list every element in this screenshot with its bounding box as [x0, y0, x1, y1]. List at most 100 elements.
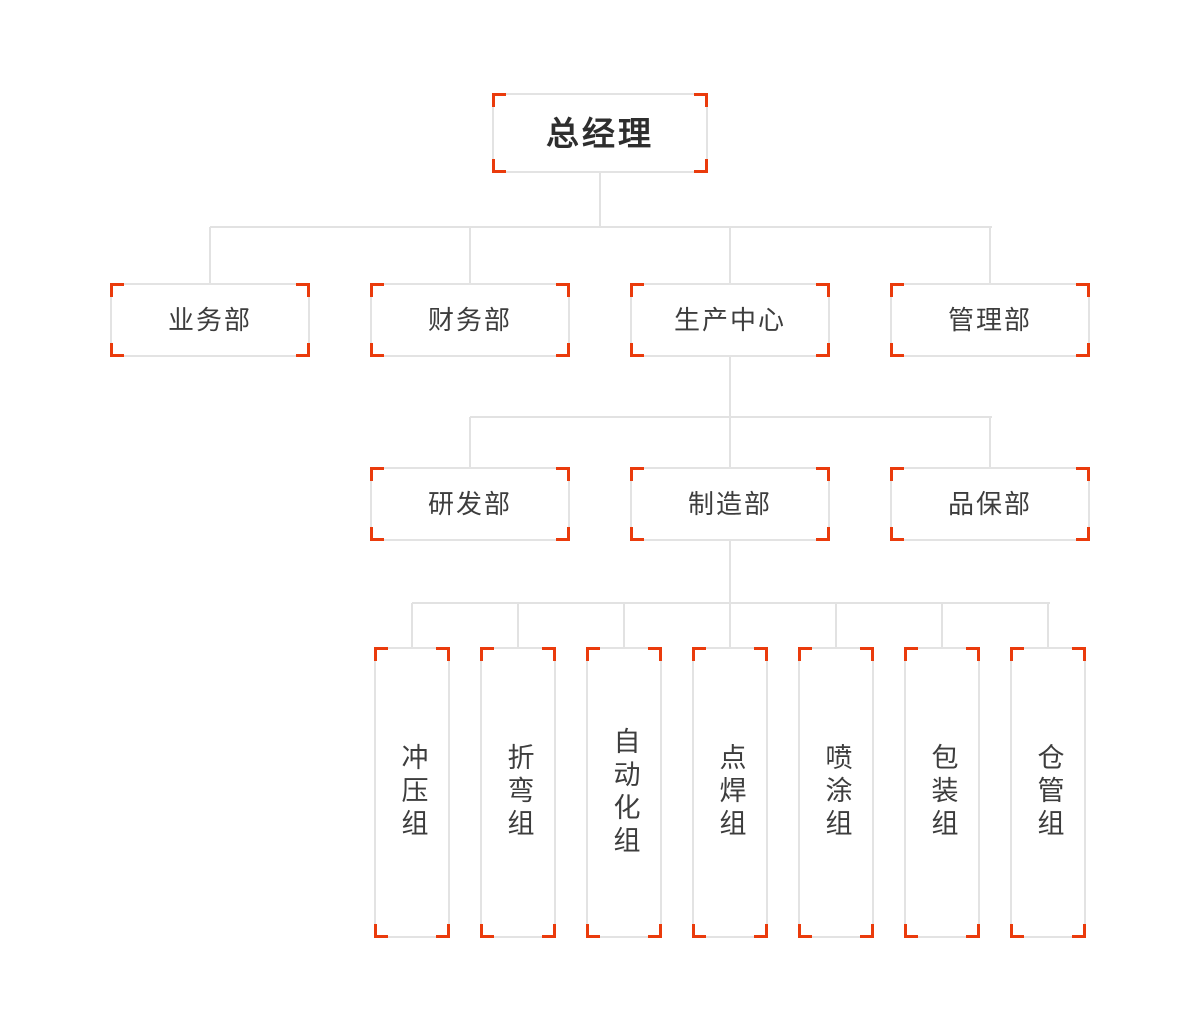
connector-line — [210, 226, 992, 228]
connector-line — [599, 173, 601, 227]
corner-bracket-icon — [754, 924, 768, 938]
connector-line — [623, 603, 625, 647]
org-node-automation-group[interactable]: 自动化组 — [586, 647, 662, 938]
connector-line — [729, 603, 731, 647]
connector-line — [1047, 603, 1049, 647]
corner-bracket-icon — [890, 527, 904, 541]
corner-bracket-icon — [816, 283, 830, 297]
corner-bracket-icon — [296, 343, 310, 357]
org-node-manufacturing-dept[interactable]: 制造部 — [630, 467, 830, 541]
corner-bracket-icon — [694, 93, 708, 107]
corner-bracket-icon — [296, 283, 310, 297]
corner-bracket-icon — [556, 283, 570, 297]
org-node-rd-dept[interactable]: 研发部 — [370, 467, 570, 541]
corner-bracket-icon — [436, 647, 450, 661]
corner-bracket-icon — [966, 647, 980, 661]
corner-bracket-icon — [556, 467, 570, 481]
corner-bracket-icon — [370, 467, 384, 481]
org-node-qa-dept[interactable]: 品保部 — [890, 467, 1090, 541]
node-label: 品保部 — [947, 489, 1032, 519]
corner-bracket-icon — [798, 647, 812, 661]
org-node-finance-dept[interactable]: 财务部 — [370, 283, 570, 357]
connector-line — [517, 603, 519, 647]
corner-bracket-icon — [816, 527, 830, 541]
connector-line — [729, 541, 731, 603]
node-label: 冲压组 — [397, 743, 428, 842]
corner-bracket-icon — [1072, 647, 1086, 661]
corner-bracket-icon — [556, 343, 570, 357]
org-node-production-center[interactable]: 生产中心 — [630, 283, 830, 357]
org-node-packaging-group[interactable]: 包装组 — [904, 647, 980, 938]
corner-bracket-icon — [692, 647, 706, 661]
corner-bracket-icon — [630, 467, 644, 481]
corner-bracket-icon — [754, 647, 768, 661]
corner-bracket-icon — [374, 924, 388, 938]
corner-bracket-icon — [1076, 343, 1090, 357]
connector-line — [729, 417, 731, 467]
connector-line — [411, 603, 413, 647]
corner-bracket-icon — [370, 527, 384, 541]
org-node-business-dept[interactable]: 业务部 — [110, 283, 310, 357]
connector-line — [469, 417, 471, 467]
corner-bracket-icon — [436, 924, 450, 938]
connector-line — [209, 227, 211, 283]
node-label: 业务部 — [167, 305, 252, 335]
corner-bracket-icon — [492, 159, 506, 173]
corner-bracket-icon — [374, 647, 388, 661]
corner-bracket-icon — [542, 647, 556, 661]
org-node-stamping-group[interactable]: 冲压组 — [374, 647, 450, 938]
corner-bracket-icon — [694, 159, 708, 173]
corner-bracket-icon — [860, 647, 874, 661]
corner-bracket-icon — [110, 343, 124, 357]
corner-bracket-icon — [890, 343, 904, 357]
connector-line — [835, 603, 837, 647]
corner-bracket-icon — [1010, 647, 1024, 661]
corner-bracket-icon — [816, 343, 830, 357]
corner-bracket-icon — [110, 283, 124, 297]
corner-bracket-icon — [480, 924, 494, 938]
connector-line — [941, 603, 943, 647]
node-label: 财务部 — [427, 305, 512, 335]
corner-bracket-icon — [798, 924, 812, 938]
node-label: 管理部 — [947, 305, 1032, 335]
corner-bracket-icon — [1076, 527, 1090, 541]
corner-bracket-icon — [890, 467, 904, 481]
corner-bracket-icon — [966, 924, 980, 938]
corner-bracket-icon — [1076, 283, 1090, 297]
node-label: 生产中心 — [673, 305, 786, 335]
node-label: 喷涂组 — [821, 743, 852, 842]
connector-line — [989, 227, 991, 283]
corner-bracket-icon — [1072, 924, 1086, 938]
corner-bracket-icon — [1010, 924, 1024, 938]
connector-line — [470, 416, 992, 418]
connector-line — [412, 602, 1050, 604]
corner-bracket-icon — [586, 924, 600, 938]
corner-bracket-icon — [890, 283, 904, 297]
node-label: 仓管组 — [1033, 743, 1064, 842]
org-node-general-manager[interactable]: 总经理 — [492, 93, 708, 173]
node-label: 研发部 — [427, 489, 512, 519]
corner-bracket-icon — [542, 924, 556, 938]
corner-bracket-icon — [370, 283, 384, 297]
node-label: 制造部 — [687, 489, 772, 519]
org-node-spot-welding-group[interactable]: 点焊组 — [692, 647, 768, 938]
node-label: 点焊组 — [715, 743, 746, 842]
corner-bracket-icon — [586, 647, 600, 661]
org-node-spraying-group[interactable]: 喷涂组 — [798, 647, 874, 938]
corner-bracket-icon — [492, 93, 506, 107]
corner-bracket-icon — [904, 647, 918, 661]
corner-bracket-icon — [556, 527, 570, 541]
org-node-admin-dept[interactable]: 管理部 — [890, 283, 1090, 357]
connector-line — [469, 227, 471, 283]
node-label: 包装组 — [927, 743, 958, 842]
corner-bracket-icon — [648, 924, 662, 938]
corner-bracket-icon — [370, 343, 384, 357]
node-label: 折弯组 — [503, 743, 534, 842]
connector-line — [989, 417, 991, 467]
node-label: 总经理 — [546, 114, 654, 152]
corner-bracket-icon — [1076, 467, 1090, 481]
node-label: 自动化组 — [609, 726, 640, 859]
org-node-warehouse-group[interactable]: 仓管组 — [1010, 647, 1086, 938]
org-node-bending-group[interactable]: 折弯组 — [480, 647, 556, 938]
corner-bracket-icon — [904, 924, 918, 938]
